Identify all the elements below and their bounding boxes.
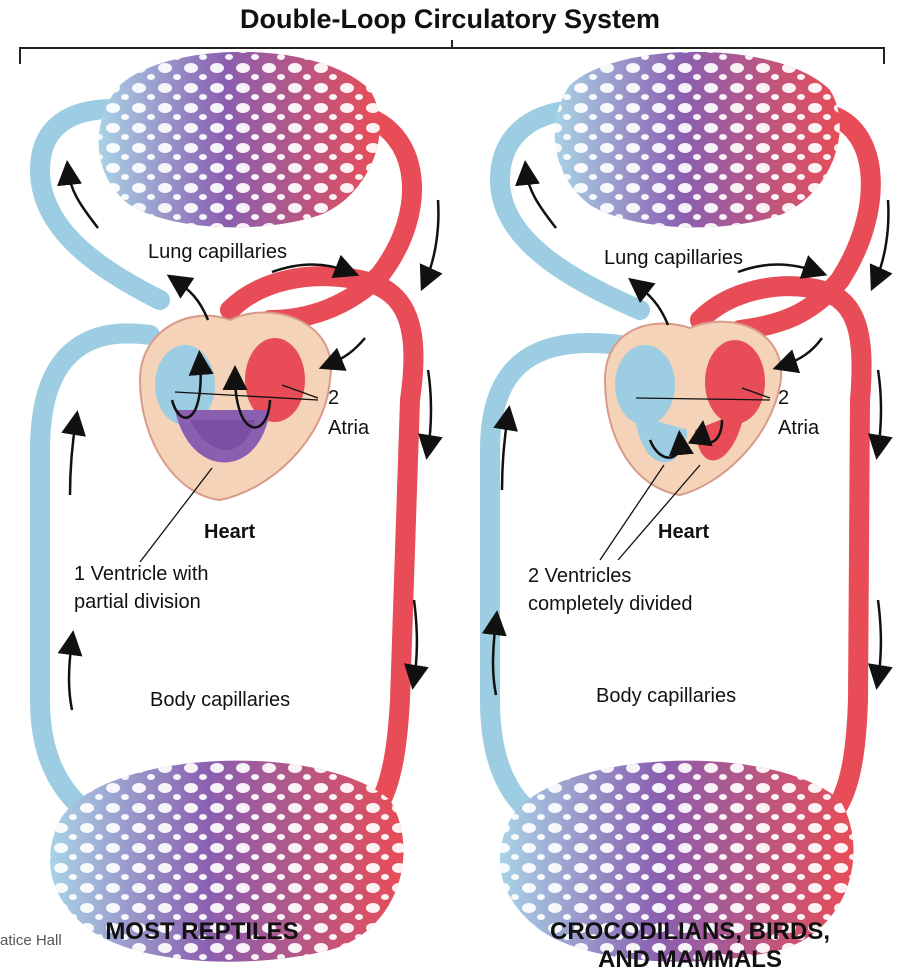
body-vein [40, 333, 150, 840]
atria-number-label: 2 [328, 386, 339, 410]
panel-reptiles [40, 52, 438, 962]
atria-number-label-2: 2 [778, 386, 789, 410]
body-capillaries-label: Body capillaries [150, 688, 290, 712]
atria-label-2: Atria [778, 416, 819, 440]
body-capillaries-label-2: Body capillaries [596, 684, 736, 708]
credit-text: atice Hall [0, 932, 62, 949]
ventricle-label-line1-2: 2 Ventricles [528, 564, 631, 588]
caption-line2-2: AND MAMMALS [510, 946, 870, 974]
caption-line1-2: CROCODILIANS, BIRDS, [510, 918, 870, 946]
panel-caption-2: CROCODILIANS, BIRDS, AND MAMMALS [510, 918, 870, 974]
panel-mammals [490, 52, 888, 962]
ventricle-label-line2-2: completely divided [528, 592, 693, 616]
panel-caption: MOST REPTILES [72, 918, 332, 946]
lung-capillaries-label-2: Lung capillaries [604, 246, 743, 270]
caption-line1: MOST REPTILES [72, 918, 332, 946]
ventricle-label-line1: 1 Ventricle with [74, 562, 209, 586]
diagram-title: Double-Loop Circulatory System [0, 4, 900, 35]
ventricle-label-line2: partial division [74, 590, 201, 614]
heart-reptile [140, 313, 331, 501]
atria-label: Atria [328, 416, 369, 440]
heart-label: Heart [204, 520, 255, 544]
lung-capillaries-label: Lung capillaries [148, 240, 287, 264]
heart-mammal [605, 322, 781, 495]
heart-label-2: Heart [658, 520, 709, 544]
